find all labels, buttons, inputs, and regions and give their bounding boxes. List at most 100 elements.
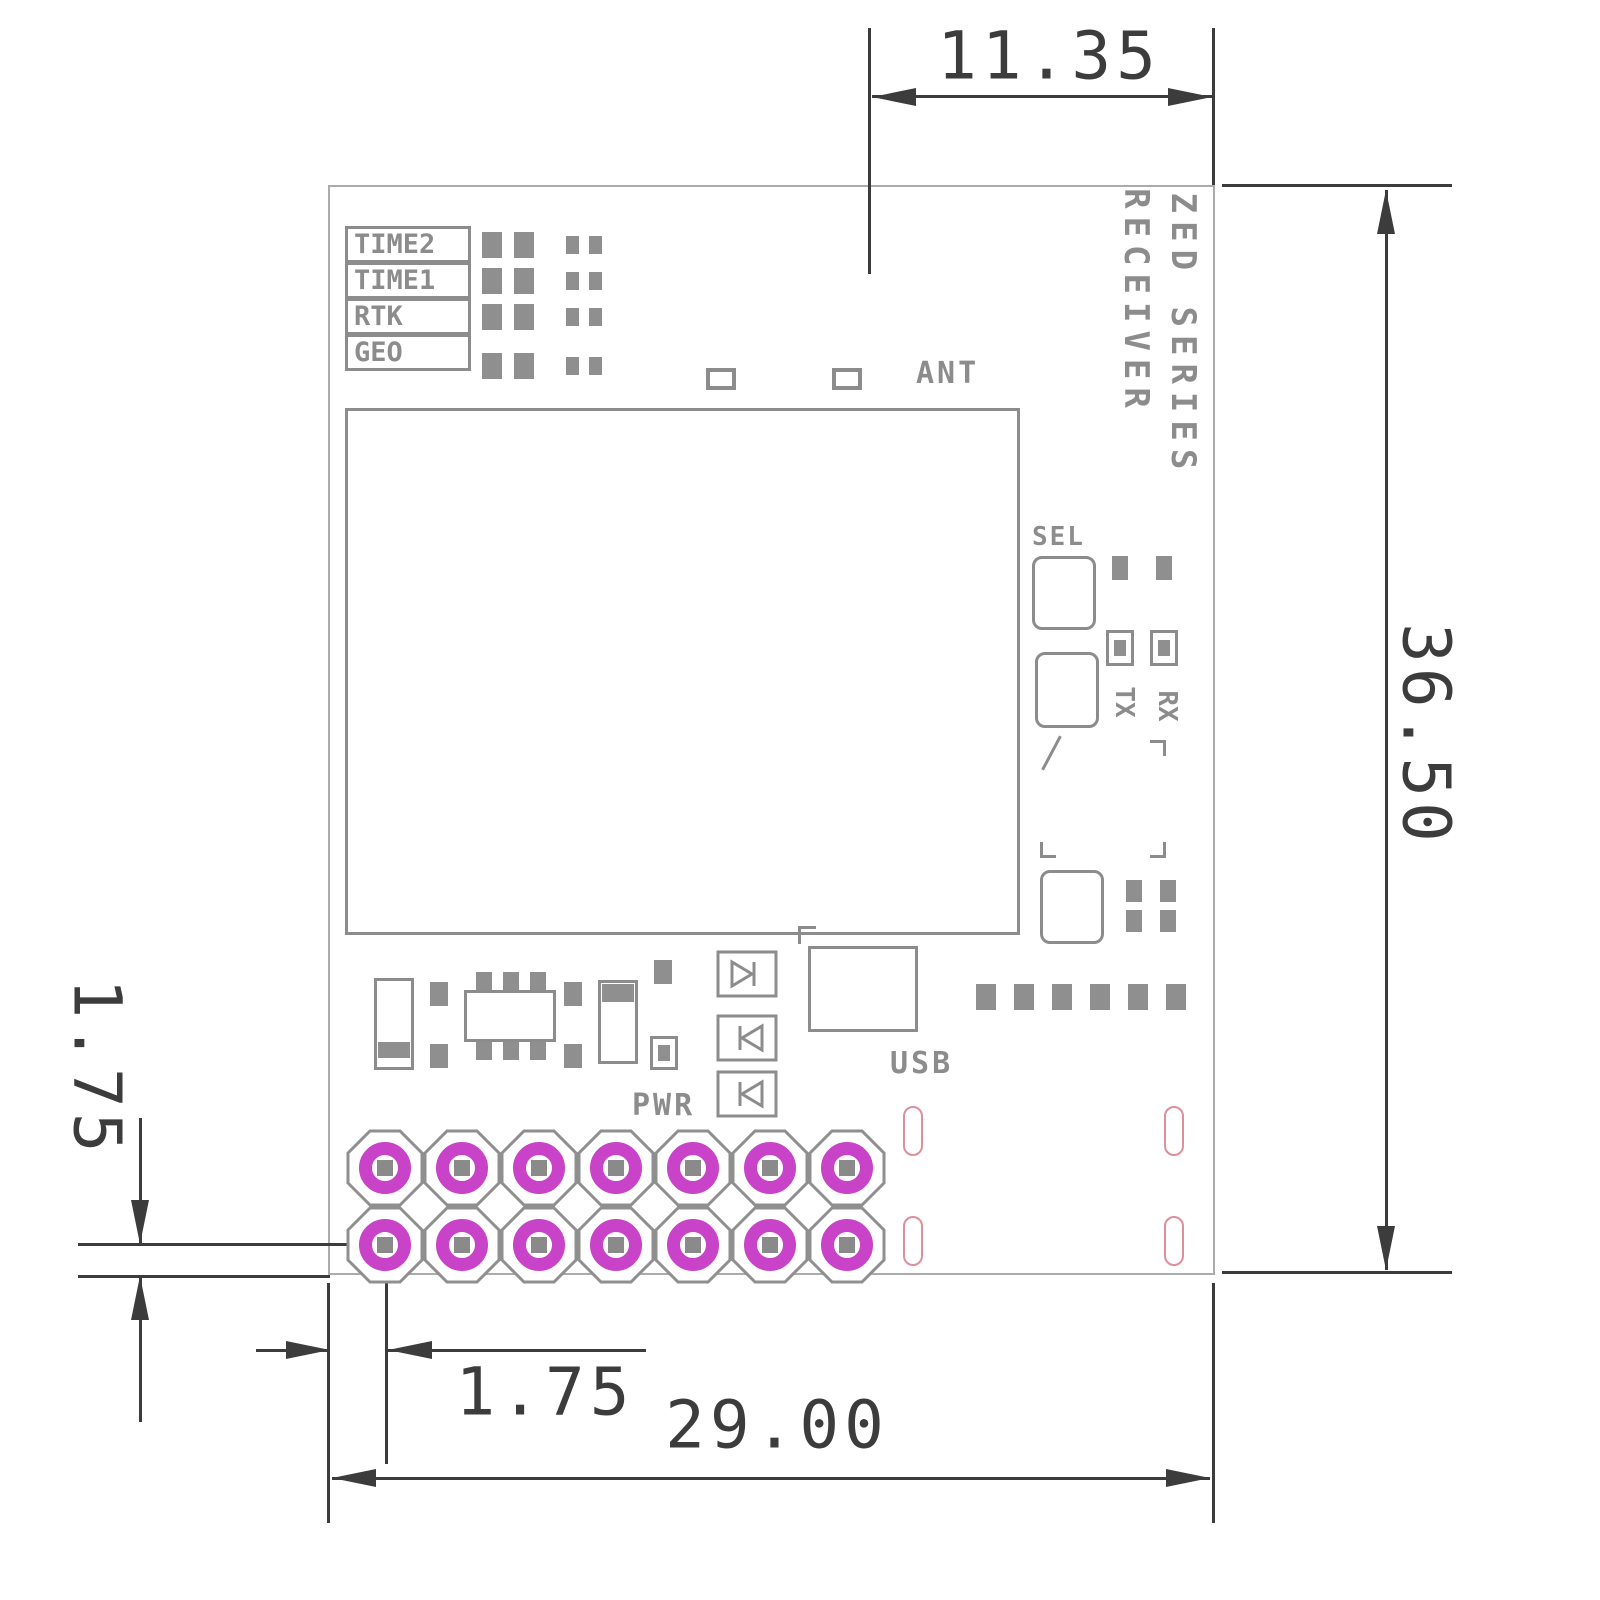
dim-pin-col-offset-value: 1.75 bbox=[455, 1353, 635, 1431]
ic-pin bbox=[503, 1042, 519, 1060]
test-pad bbox=[1150, 630, 1178, 666]
led-label-geo: GEO bbox=[345, 334, 471, 371]
smd-pad bbox=[1126, 910, 1142, 932]
led-label-rtk: RTK bbox=[345, 298, 471, 335]
led-label-text: TIME1 bbox=[354, 265, 436, 296]
led-pad bbox=[482, 304, 502, 330]
smd-pad bbox=[430, 1044, 448, 1068]
ant-pad bbox=[706, 368, 736, 390]
header-pin bbox=[656, 1208, 730, 1282]
capacitor-outline bbox=[374, 978, 414, 1070]
dim-board-width-value: 29.00 bbox=[665, 1386, 889, 1464]
led-pad bbox=[514, 304, 534, 330]
extension-line bbox=[1222, 184, 1452, 187]
tactile-button-footprint bbox=[1040, 870, 1104, 944]
arrowhead-left-icon bbox=[388, 1341, 432, 1359]
smd-pad bbox=[564, 1044, 582, 1068]
resistor-pad bbox=[589, 272, 602, 290]
resistor-pad bbox=[566, 272, 579, 290]
capacitor-outline bbox=[598, 980, 638, 1064]
arrowhead-down-icon bbox=[1377, 1226, 1395, 1270]
ic-pin bbox=[476, 1042, 492, 1060]
smd-pad bbox=[1160, 910, 1176, 932]
led-pad bbox=[482, 268, 502, 294]
tx-label: TX bbox=[1109, 686, 1139, 718]
extension-line bbox=[78, 1243, 392, 1246]
arrowhead-up-icon bbox=[131, 1276, 149, 1320]
test-pad-center bbox=[658, 1045, 670, 1061]
led-pad bbox=[514, 353, 534, 379]
board-title-line1: ZED SERIES bbox=[1163, 192, 1203, 478]
arrowhead-left-icon bbox=[872, 88, 916, 106]
ic-pin bbox=[476, 972, 492, 990]
resistor-pad bbox=[589, 357, 602, 375]
arrowhead-down-icon bbox=[131, 1200, 149, 1244]
arrowhead-right-icon bbox=[1168, 88, 1212, 106]
led-label-text: GEO bbox=[354, 337, 403, 368]
header-pin bbox=[425, 1131, 499, 1205]
arrowhead-right-icon bbox=[286, 1341, 330, 1359]
pwr-label: PWR bbox=[632, 1088, 696, 1123]
test-pad bbox=[650, 1036, 678, 1070]
resistor-pad bbox=[566, 308, 579, 326]
silk-corner-mark bbox=[1150, 842, 1166, 858]
resistor-pad bbox=[589, 308, 602, 326]
capacitor-band bbox=[378, 1042, 410, 1058]
usb-connector-outline bbox=[808, 946, 918, 1032]
smd-pad bbox=[1090, 984, 1110, 1010]
dimension-line bbox=[139, 1118, 142, 1244]
header-pin bbox=[810, 1131, 884, 1205]
dimension-line bbox=[872, 95, 1212, 98]
smd-pad bbox=[1112, 556, 1128, 580]
test-pad-center bbox=[1114, 640, 1126, 656]
smd-pad bbox=[1156, 556, 1172, 580]
silk-corner-mark bbox=[798, 926, 816, 944]
dim-antenna-offset-value: 11.35 bbox=[937, 17, 1161, 95]
dimension-line bbox=[139, 1276, 142, 1422]
dim-pin-row-offset-value: 1.75 bbox=[58, 978, 136, 1158]
mounting-slot bbox=[1164, 1216, 1184, 1266]
resistor-pad bbox=[566, 357, 579, 375]
header-pin bbox=[733, 1131, 807, 1205]
smd-pad bbox=[1126, 880, 1142, 902]
smd-pad bbox=[430, 982, 448, 1006]
dimension-line bbox=[1385, 190, 1388, 1270]
led-label-time2: TIME2 bbox=[345, 226, 471, 263]
board-title-line2: RECEIVER bbox=[1116, 188, 1156, 416]
extension-line bbox=[1212, 28, 1215, 185]
mounting-slot bbox=[903, 1106, 923, 1156]
extension-line bbox=[868, 28, 871, 274]
smd-pad bbox=[1166, 984, 1186, 1010]
led-pad bbox=[514, 232, 534, 258]
header-pin bbox=[579, 1208, 653, 1282]
ic-pin bbox=[530, 972, 546, 990]
header-pin bbox=[348, 1208, 422, 1282]
extension-line bbox=[1222, 1271, 1452, 1274]
arrowhead-left-icon bbox=[332, 1469, 376, 1487]
diode-icon bbox=[716, 1014, 778, 1062]
dim-board-height-value: 36.50 bbox=[1387, 623, 1465, 847]
mounting-slot bbox=[1164, 1106, 1184, 1156]
smd-pad bbox=[1052, 984, 1072, 1010]
led-label-time1: TIME1 bbox=[345, 262, 471, 299]
smd-pad bbox=[1014, 984, 1034, 1010]
rx-label: RX bbox=[1152, 690, 1182, 722]
extension-line bbox=[327, 1283, 330, 1523]
smd-pad bbox=[1160, 880, 1176, 902]
gnss-module-outline bbox=[345, 408, 1020, 935]
sel-button-footprint bbox=[1032, 556, 1096, 630]
ant-pad bbox=[832, 368, 862, 390]
extension-line bbox=[385, 1252, 388, 1464]
header-pin bbox=[579, 1131, 653, 1205]
extension-line bbox=[78, 1275, 330, 1278]
capacitor-band bbox=[602, 984, 634, 1002]
led-pad bbox=[514, 268, 534, 294]
smd-pad bbox=[564, 982, 582, 1006]
regulator-ic-outline bbox=[464, 990, 556, 1042]
test-pad bbox=[1106, 630, 1134, 666]
pin-header bbox=[340, 1122, 900, 1292]
ic-pin bbox=[503, 972, 519, 990]
silk-corner-mark bbox=[1150, 740, 1166, 756]
arrowhead-right-icon bbox=[1166, 1469, 1210, 1487]
